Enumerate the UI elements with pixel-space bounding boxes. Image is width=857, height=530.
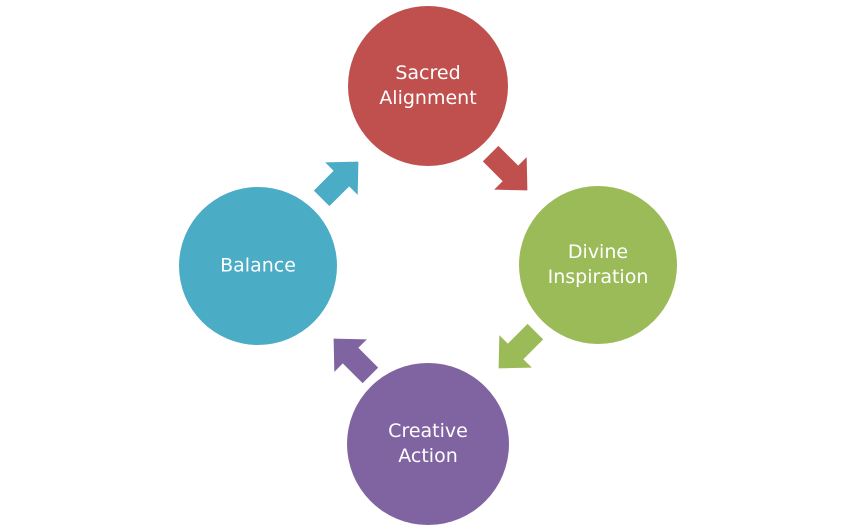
arrow-creative-action-to-balance — [333, 338, 379, 384]
arrow-icon — [482, 145, 528, 191]
node-label: Creative — [388, 420, 468, 442]
arrow-divine-inspiration-to-creative-action — [498, 323, 544, 369]
arrow-sacred-alignment-to-divine-inspiration — [482, 145, 528, 191]
node-label: Sacred — [395, 62, 460, 84]
arrow-icon — [498, 323, 544, 369]
arrows-layer — [313, 145, 544, 384]
node-circle — [348, 6, 508, 166]
node-label: Balance — [220, 255, 296, 277]
nodes-layer: SacredAlignmentDivineInspirationCreative… — [179, 6, 677, 525]
node-label: Divine — [568, 241, 628, 263]
node-label: Alignment — [379, 87, 476, 109]
node-balance: Balance — [179, 187, 337, 345]
node-circle — [179, 187, 337, 345]
node-circle — [519, 186, 677, 344]
node-label: Action — [398, 445, 458, 467]
arrow-icon — [313, 161, 359, 207]
arrow-icon — [333, 338, 379, 384]
node-circle — [347, 363, 509, 525]
node-label: Inspiration — [548, 266, 649, 288]
arrow-balance-to-sacred-alignment — [313, 161, 359, 207]
